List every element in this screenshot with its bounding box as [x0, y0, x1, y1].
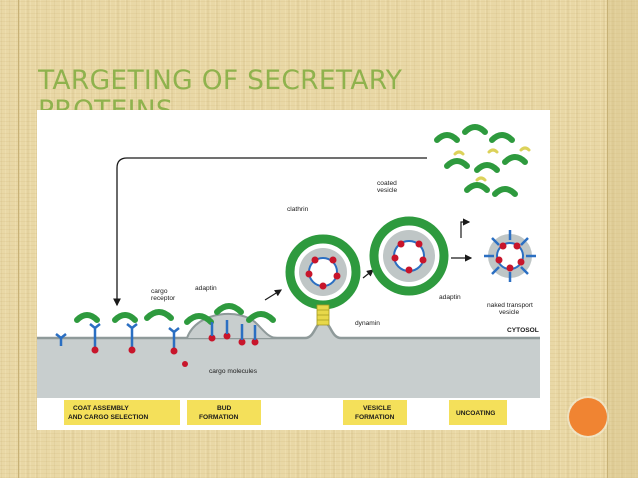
label-adaptin-top: adaptin: [195, 285, 217, 292]
label-clathrin: clathrin: [287, 206, 309, 213]
stage-box-2: [187, 400, 261, 425]
membrane-region: [37, 322, 540, 398]
released-adaptin-group: [453, 146, 531, 182]
arrow-2: [362, 269, 374, 279]
stage-box-1: [64, 400, 180, 425]
vesicle-formation-group: [285, 234, 361, 326]
coat-assembly-group: [55, 309, 188, 367]
recycle-arrow: [113, 157, 427, 307]
slide-title: TARGETING OF SECRETARY PROTEINS: [38, 66, 403, 110]
naked-vesicle-group: [484, 230, 536, 282]
left-border: [0, 0, 19, 478]
arrow-up: [460, 218, 471, 238]
stage-box-3: [343, 400, 407, 425]
label-adaptin-right: adaptin: [439, 294, 461, 301]
coated-vesicle-group: [369, 216, 449, 296]
released-clathrin-group: [434, 124, 528, 197]
label-dynamin: dynamin: [355, 320, 380, 327]
arrow-1: [264, 289, 283, 301]
membrane-line: [37, 320, 540, 340]
stage-label-4: UNCOATING: [456, 410, 495, 417]
stage-box-4: [449, 400, 507, 425]
label-cargo-molecules: cargo molecules: [209, 368, 258, 375]
accent-dot: [569, 398, 607, 436]
bud-formation-group: [184, 303, 276, 346]
right-border: [607, 0, 638, 478]
label-cytosol: CYTOSOL: [507, 327, 539, 334]
